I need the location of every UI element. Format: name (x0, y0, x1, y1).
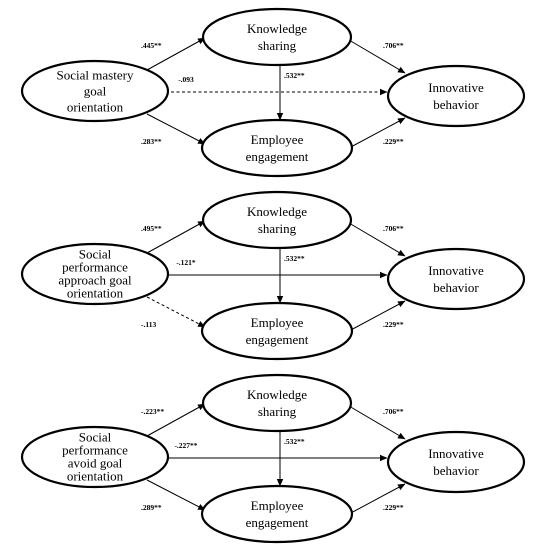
knowledge-sharing-node-label: sharing (258, 221, 297, 236)
innovative-behavior-node-label: behavior (433, 280, 479, 295)
coefficient-engagement-to-outcome: .229** (383, 137, 404, 146)
employee-engagement-node-ellipse (200, 484, 354, 544)
employee-engagement-node-label: engagement (246, 149, 309, 164)
predictor-node-label: orientation (67, 100, 124, 115)
innovative-behavior-node-ellipse (386, 247, 526, 311)
innovative-behavior-node-label: behavior (433, 463, 479, 478)
knowledge-sharing-node-ellipse (201, 7, 353, 67)
coefficient-knowledge-to-engagement: .532** (284, 437, 305, 446)
coefficient-knowledge-to-outcome: .706** (383, 41, 404, 50)
innovative-behavior-node-ellipse (386, 64, 526, 128)
arrow-knowledge-to-outcome (348, 405, 406, 440)
knowledge-sharing-node-label: Knowledge (247, 387, 307, 402)
coefficient-pred-to-knowledge: -.223** (141, 407, 164, 416)
employee-engagement-node-label: Employee (251, 315, 304, 330)
employee-engagement-node: Employee engagement (200, 118, 354, 178)
knowledge-sharing-node-ellipse (201, 373, 353, 433)
arrow-knowledge-to-outcome (348, 39, 406, 74)
arrow-pred-to-engagement (146, 113, 206, 145)
knowledge-sharing-node: Knowledge sharing (201, 7, 353, 67)
employee-engagement-node: Employee engagement (200, 484, 354, 544)
arrow-pred-to-knowledge (146, 403, 206, 437)
employee-engagement-node-label: engagement (246, 515, 309, 530)
arrow-knowledge-to-outcome (348, 222, 406, 257)
knowledge-sharing-node-label: sharing (258, 404, 297, 419)
arrow-engagement-to-outcome (348, 300, 406, 332)
predictor-node-label: Social (79, 430, 112, 445)
coefficient-pred-to-outcome: -.227** (174, 441, 197, 450)
predictor-node-label: orientation (67, 469, 124, 484)
predictor-node-label: goal (84, 84, 107, 99)
coefficient-engagement-to-outcome: .229** (383, 320, 404, 329)
knowledge-sharing-node-label: Knowledge (247, 204, 307, 219)
employee-engagement-node: Employee engagement (200, 301, 354, 361)
coefficient-knowledge-to-outcome: .706** (383, 224, 404, 233)
employee-engagement-node-label: Employee (251, 498, 304, 513)
predictor-node-ellipse (20, 59, 170, 123)
innovative-behavior-node: Innovative behavior (386, 247, 526, 311)
predictor-node-label: Social mastery (57, 68, 134, 83)
coefficient-knowledge-to-engagement: .532** (284, 71, 305, 80)
employee-engagement-node-label: Employee (251, 132, 304, 147)
innovative-behavior-node: Innovative behavior (386, 64, 526, 128)
innovative-behavior-node-label: Innovative (428, 263, 484, 278)
coefficient-pred-to-knowledge: .445** (141, 41, 162, 50)
predictor-node-label: avoid goal (68, 456, 123, 471)
arrow-pred-to-engagement (146, 479, 206, 511)
predictor-node-label: performance (62, 443, 128, 458)
predictor-node-label: approach goal (58, 273, 132, 288)
coefficient-knowledge-to-engagement: .532** (284, 254, 305, 263)
innovative-behavior-node: Innovative behavior (386, 430, 526, 494)
innovative-behavior-node-ellipse (386, 430, 526, 494)
innovative-behavior-node-label: behavior (433, 97, 479, 112)
coefficient-pred-to-engagement: -.113 (141, 320, 156, 329)
knowledge-sharing-node-label: sharing (258, 38, 297, 53)
arrow-pred-to-knowledge (146, 220, 206, 254)
employee-engagement-node-label: engagement (246, 332, 309, 347)
coefficient-pred-to-engagement: .289** (141, 503, 162, 512)
coefficient-engagement-to-outcome: .229** (383, 503, 404, 512)
coefficient-pred-to-outcome: -.121* (176, 258, 196, 267)
predictor-node-label: performance (62, 260, 128, 275)
arrow-engagement-to-outcome (348, 117, 406, 149)
coefficient-pred-to-engagement: .283** (141, 137, 162, 146)
predictor-node-label: Social (79, 247, 112, 262)
knowledge-sharing-node-label: Knowledge (247, 21, 307, 36)
knowledge-sharing-node: Knowledge sharing (201, 190, 353, 250)
predictor-node-ellipse (20, 425, 170, 489)
predictor-node-label: orientation (67, 286, 124, 301)
predictor-node-ellipse (20, 242, 170, 306)
knowledge-sharing-node: Knowledge sharing (201, 373, 353, 433)
innovative-behavior-node-label: Innovative (428, 80, 484, 95)
innovative-behavior-node-label: Innovative (428, 446, 484, 461)
employee-engagement-node-ellipse (200, 118, 354, 178)
coefficient-pred-to-outcome: -.093 (178, 75, 194, 84)
arrow-engagement-to-outcome (348, 483, 406, 515)
coefficient-pred-to-knowledge: .495** (141, 224, 162, 233)
employee-engagement-node-ellipse (200, 301, 354, 361)
knowledge-sharing-node-ellipse (201, 190, 353, 250)
coefficient-knowledge-to-outcome: .706** (383, 407, 404, 416)
arrow-pred-to-knowledge (146, 37, 206, 71)
